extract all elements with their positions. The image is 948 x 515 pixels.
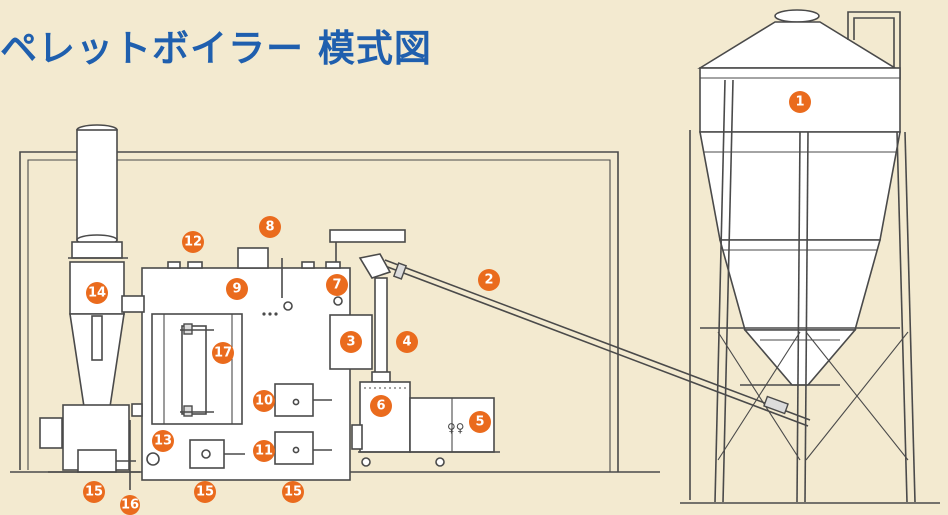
- pellet-silo: [680, 9, 940, 504]
- svg-text:12: 12: [184, 235, 202, 250]
- svg-text:11: 11: [255, 444, 273, 459]
- marker-2: 2: [478, 269, 500, 291]
- svg-text:15: 15: [85, 485, 103, 500]
- marker-9: 9: [226, 278, 248, 300]
- svg-text:4: 4: [402, 335, 411, 350]
- marker-10: 10: [253, 390, 275, 412]
- marker-1: 1: [789, 91, 811, 113]
- feed-pipe: [329, 229, 406, 383]
- svg-text:10: 10: [255, 394, 273, 409]
- marker-14: 14: [86, 282, 108, 304]
- svg-text:8: 8: [265, 220, 274, 235]
- marker-13: 13: [152, 430, 174, 452]
- svg-text:♀♀: ♀♀: [447, 421, 465, 435]
- boiler-body: [131, 247, 373, 481]
- marker-15b: 15: [194, 481, 216, 503]
- svg-text:1: 1: [795, 95, 804, 110]
- marker-12: 12: [182, 231, 204, 253]
- marker-3: 3: [340, 331, 362, 353]
- svg-text:5: 5: [475, 415, 484, 430]
- svg-text:14: 14: [88, 286, 106, 301]
- marker-15c: 15: [282, 481, 304, 503]
- svg-text:17: 17: [214, 346, 232, 361]
- svg-text:15: 15: [196, 485, 214, 500]
- diagram-title: ペレットボイラー 模式図: [0, 27, 432, 70]
- marker-16: 16: [120, 495, 140, 515]
- svg-text:16: 16: [121, 498, 139, 513]
- marker-8: 8: [259, 216, 281, 238]
- svg-text:2: 2: [484, 273, 493, 288]
- marker-11: 11: [253, 440, 275, 462]
- marker-17: 17: [212, 342, 234, 364]
- svg-text:15: 15: [284, 485, 302, 500]
- svg-text:9: 9: [232, 282, 241, 297]
- marker-4: 4: [396, 331, 418, 353]
- svg-text:6: 6: [376, 399, 385, 414]
- svg-text:13: 13: [154, 434, 172, 449]
- marker-6: 6: [370, 395, 392, 417]
- marker-15a: 15: [83, 481, 105, 503]
- svg-text:3: 3: [346, 335, 355, 350]
- marker-7: 7: [326, 274, 348, 296]
- auger-conveyor: [358, 253, 811, 427]
- svg-text:7: 7: [332, 278, 341, 293]
- marker-5: 5: [469, 411, 491, 433]
- cyclone-chimney: [39, 124, 145, 490]
- hopper-burner: ♀♀: [351, 381, 500, 467]
